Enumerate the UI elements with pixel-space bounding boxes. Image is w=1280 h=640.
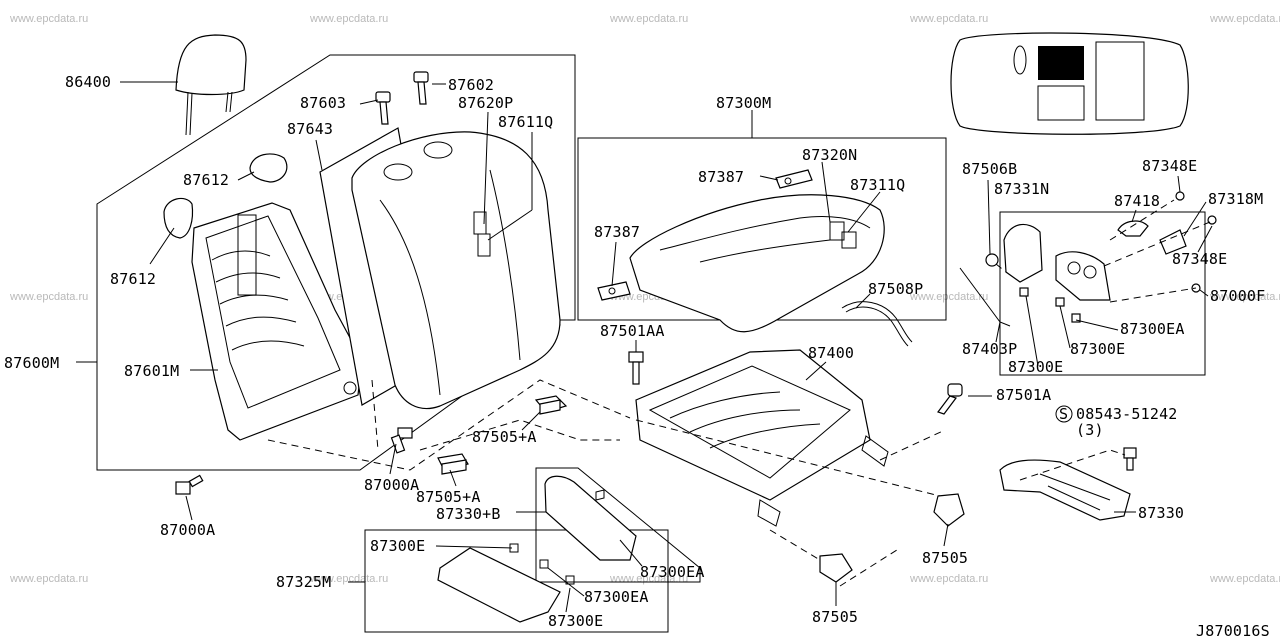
watermark: www.epcdata.ru — [309, 573, 388, 585]
label-87603: 87603 — [300, 94, 346, 112]
cushion-group-outline — [577, 137, 947, 321]
watermark: www.epcdata.ru — [1209, 13, 1280, 25]
bolt-87501a[interactable] — [937, 383, 963, 415]
label-87505-b: 87505 — [812, 608, 858, 626]
label-87612-a: 87612 — [183, 171, 229, 189]
watermark: www.epcdata.ru — [609, 13, 688, 25]
label-87348e-b: 87348E — [1172, 250, 1227, 268]
car-locator-icon — [950, 32, 1189, 135]
label-87387-a: 87387 — [698, 168, 744, 186]
recliner-cover-87331n[interactable] — [1003, 223, 1111, 301]
label-87643: 87643 — [287, 120, 333, 138]
label-87508p: 87508P — [868, 280, 923, 298]
label-screw-symbol: S — [1059, 405, 1068, 423]
label-87602: 87602 — [448, 76, 494, 94]
label-87400: 87400 — [808, 344, 854, 362]
label-87331n: 87331N — [994, 180, 1049, 198]
label-87505-a: 87505 — [922, 549, 968, 567]
watermark: www.epcdata.ru — [9, 291, 88, 303]
side-cover-group-outline — [999, 211, 1206, 376]
watermark: www.epcdata.ru — [909, 291, 988, 303]
clip-87505a-lower[interactable] — [437, 453, 469, 475]
label-87612-b: 87612 — [110, 270, 156, 288]
highlighted-seat — [1038, 46, 1084, 80]
seatback-frame-87601m[interactable] — [191, 202, 363, 441]
clip-87505a-upper[interactable] — [534, 395, 568, 415]
label-87000a-b: 87000A — [160, 521, 215, 539]
label-87330b: 87330+B — [436, 505, 501, 523]
label-87611q: 87611Q — [498, 113, 553, 131]
label-87506b: 87506B — [962, 160, 1017, 178]
hook-87387-a[interactable] — [775, 169, 813, 189]
label-87387-b: 87387 — [594, 223, 640, 241]
label-87000a-a: 87000A — [364, 476, 419, 494]
cushion-frame-87400[interactable] — [635, 349, 889, 527]
bracket-87505-bottom[interactable] — [819, 553, 853, 583]
label-87320n: 87320N — [802, 146, 857, 164]
bolt-87000a-a[interactable] — [390, 427, 413, 454]
guide-pin-87602[interactable] — [413, 71, 429, 105]
screw-symbol-circle — [1055, 405, 1073, 423]
part-labels: 86400 87602 87603 87620P 87611Q 87643 87… — [4, 73, 1270, 640]
bolt-87501aa[interactable] — [628, 351, 644, 385]
label-87300m: 87300M — [716, 94, 771, 112]
side-trim-87330b[interactable] — [544, 475, 637, 561]
guide-pin-87603[interactable] — [375, 91, 391, 125]
label-87505a-upper: 87505+A — [472, 428, 537, 446]
watermark: www.epcdata.ru — [9, 13, 88, 25]
label-87501a: 87501A — [996, 386, 1051, 404]
headrest-guide-87612-b[interactable] — [163, 197, 194, 239]
label-08543-51242: 08543-51242 — [1076, 405, 1178, 423]
screw-08543-51242[interactable] — [1123, 447, 1137, 471]
watermark: www.epcdata.ru — [9, 573, 88, 585]
label-87418: 87418 — [1114, 192, 1160, 210]
label-87300ea-b: 87300EA — [640, 563, 705, 581]
label-87600m: 87600M — [4, 354, 59, 372]
label-08543-qty: (3) — [1076, 421, 1104, 439]
bolt-87000a-b[interactable] — [175, 474, 204, 495]
leader-lines — [76, 81, 1213, 613]
watermark: www.epcdata.ru — [1209, 291, 1280, 303]
label-87300e-b: 87300E — [1008, 358, 1063, 376]
label-87300ea-c: 87300EA — [584, 588, 649, 606]
bracket-87505-right[interactable] — [933, 493, 965, 527]
diagram-code: J870016S — [1196, 622, 1270, 640]
assembly-lines — [267, 199, 1211, 587]
headrest-guide-87612-a[interactable] — [249, 153, 288, 183]
label-87000f: 87000F — [1210, 287, 1265, 305]
cushion-trim-87320n[interactable] — [629, 194, 885, 333]
label-87311q: 87311Q — [850, 176, 905, 194]
label-86400: 86400 — [65, 73, 111, 91]
label-87505a-lower: 87505+A — [416, 488, 481, 506]
side-trim-group-outline — [535, 467, 701, 583]
wire-87508p[interactable] — [841, 301, 913, 347]
label-87300ea-a: 87300EA — [1120, 320, 1185, 338]
watermark: www.epcdata.ru — [309, 13, 388, 25]
knob-87418[interactable] — [1117, 220, 1149, 237]
seatback-pad-87620p[interactable] — [351, 131, 561, 410]
clips-87300e-group[interactable] — [1019, 287, 1081, 323]
label-87325m: 87325M — [276, 573, 331, 591]
watermark: www.epcdata.ru — [909, 573, 988, 585]
label-87348e-a: 87348E — [1142, 157, 1197, 175]
label-87318m: 87318M — [1208, 190, 1263, 208]
lever-87506b[interactable] — [985, 253, 999, 267]
watermark: www.epcdata.ru — [909, 13, 988, 25]
nut-87348e-a[interactable] — [1175, 191, 1185, 201]
label-87501aa: 87501AA — [600, 322, 665, 340]
hook-87387-b[interactable] — [597, 281, 631, 301]
label-87620p: 87620P — [458, 94, 513, 112]
side-cover-87330[interactable] — [999, 459, 1131, 521]
label-87601m: 87601M — [124, 362, 179, 380]
knob-87318m[interactable] — [1159, 229, 1187, 255]
label-87403p: 87403P — [962, 340, 1017, 358]
label-87300e-a: 87300E — [1070, 340, 1125, 358]
label-87330: 87330 — [1138, 504, 1184, 522]
label-87300e-d: 87300E — [548, 612, 603, 630]
headrest-86400[interactable] — [175, 34, 247, 136]
front-trim-87325m[interactable] — [437, 543, 575, 623]
watermark: www.epcdata.ru — [1209, 573, 1280, 585]
label-87300e-c: 87300E — [370, 537, 425, 555]
